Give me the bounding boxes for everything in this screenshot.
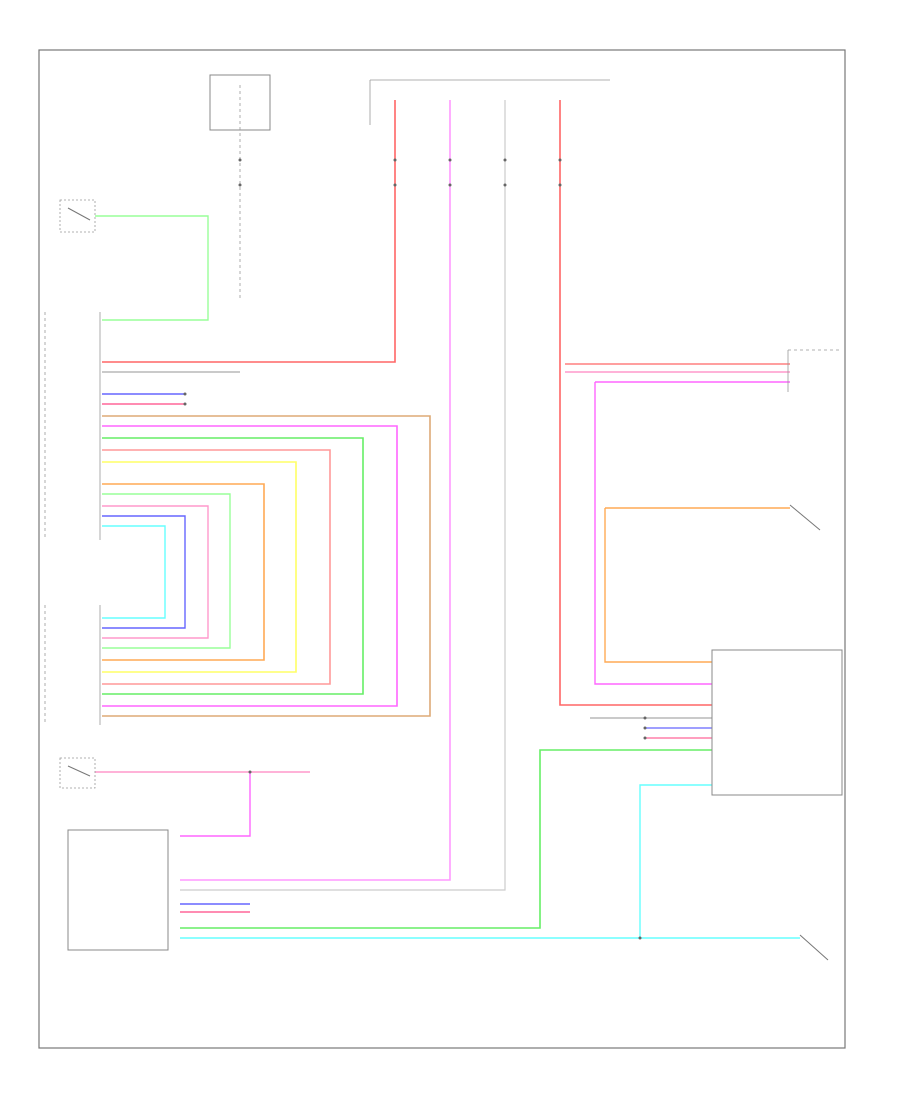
navigation-unit (67, 829, 169, 951)
wire-tan-loop (102, 415, 431, 717)
wire-pink-loop (102, 449, 331, 685)
wire-green-switch (95, 215, 209, 321)
wire-cyan-up (639, 784, 712, 938)
wire-green-nav (180, 749, 712, 929)
wire-magenta-loop (102, 425, 398, 707)
connector-dots (183, 158, 647, 940)
wire-cyan-loop (102, 525, 166, 619)
wire-magenta-1 (180, 100, 451, 881)
wire-green-loop (102, 437, 364, 695)
wire-pink2-loop (102, 505, 209, 639)
body-control-module (44, 312, 101, 540)
occupant-sensor-module (711, 649, 843, 796)
seat-belt-switch-icon (59, 199, 96, 233)
passenger-buckle-switch-icon (789, 504, 821, 531)
wire-magenta-brake (180, 772, 251, 837)
wire-orange-loop (102, 483, 265, 661)
wire-magenta-right (594, 381, 790, 685)
combination-switch (44, 605, 101, 725)
fuse-block-right (369, 79, 610, 125)
driver-buckle-switch-icon (799, 934, 829, 961)
wire-lightgreen-loop (102, 493, 231, 649)
wire-blue-loop (102, 515, 186, 629)
wire-orange-right (604, 507, 790, 663)
wire-red-2 (559, 100, 712, 706)
wire-red-1 (102, 100, 396, 363)
wire-group (95, 100, 800, 939)
diagram-border (38, 49, 846, 1049)
fuse-block-left (209, 74, 271, 300)
passenger-seat-connector (787, 349, 840, 392)
wire-yellow-loop (102, 461, 297, 673)
parking-brake-switch-icon (59, 757, 96, 789)
wire-gray-1 (180, 100, 506, 891)
